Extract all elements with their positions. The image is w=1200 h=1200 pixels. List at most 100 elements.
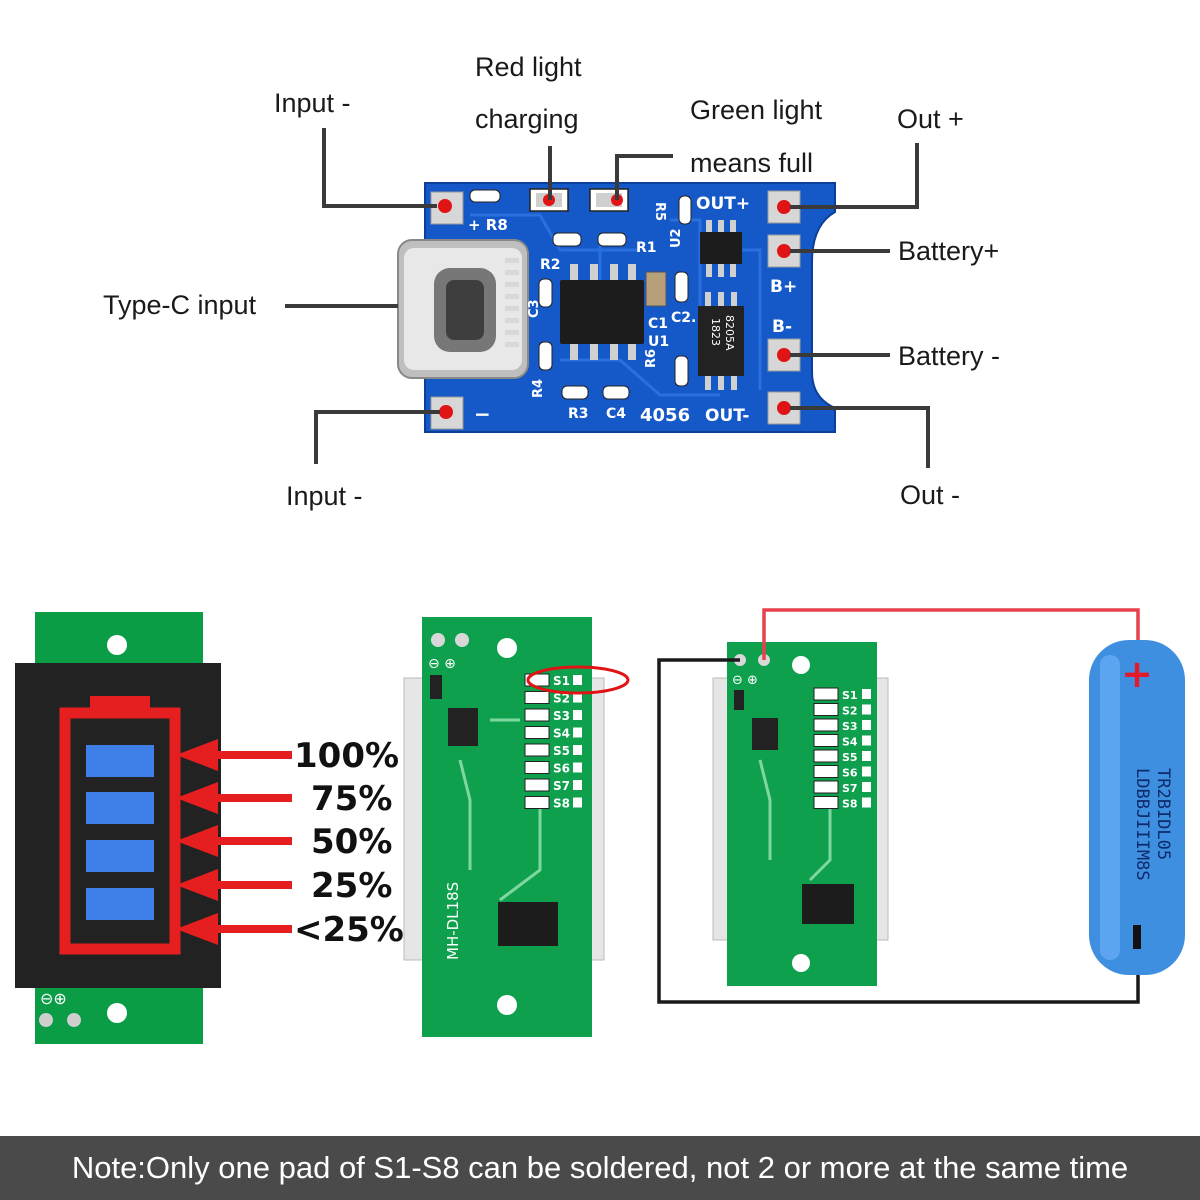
- silk-c4: C4: [606, 406, 626, 422]
- middle-pad-box-3: [524, 708, 550, 722]
- out-plus-label: Out +: [897, 104, 964, 134]
- s1-highlight-circle: [526, 665, 630, 695]
- battery-frame-outline: [59, 707, 181, 955]
- middle-pad-label-s1: S1: [553, 674, 570, 688]
- leader-input-minus-top: [322, 128, 437, 208]
- right-pad-label-s4: S4: [842, 736, 858, 749]
- silk-c2: C2.: [671, 310, 696, 326]
- right-pad-box-7: [813, 780, 839, 794]
- silk-c3: C3: [527, 299, 542, 318]
- pcb-brand-middle: MH-ET-LIVE: [354, 850, 367, 912]
- level-label-100: 100%: [294, 736, 400, 776]
- middle-pad-box-4: [524, 726, 550, 739]
- silk-r2: R2: [540, 257, 561, 273]
- silk-r5: R5: [652, 202, 667, 221]
- chip-code-1823: 1823: [709, 318, 722, 346]
- svg-text:⊖⊕: ⊖⊕: [40, 989, 67, 1008]
- battery-label-1: TR2BIDL05: [1153, 768, 1173, 860]
- ic-8205a: 8205A 1823: [698, 292, 744, 390]
- middle-pad-label-s6: S6: [553, 762, 570, 776]
- silk-minus: −: [474, 402, 491, 426]
- silk-r6: R6: [644, 349, 659, 368]
- pcb-model-right: MH-DL18S: [672, 860, 687, 928]
- level-bar-1: [86, 745, 154, 777]
- right-pad-label-s2: S2: [842, 705, 858, 718]
- svg-text:⊖ ⊕: ⊖ ⊕: [428, 656, 456, 672]
- middle-pad-box-5: [524, 743, 550, 757]
- right-pad-label-s8: S8: [842, 798, 858, 811]
- callout-lines: [285, 128, 930, 468]
- right-pad-box-3: [813, 718, 839, 732]
- leader-out-minus: [790, 406, 930, 468]
- level-bar-4: [86, 888, 154, 920]
- silk-r3: R3: [568, 406, 589, 422]
- right-pad-label-s6: S6: [842, 767, 858, 780]
- middle-pad-box-7: [524, 778, 550, 792]
- battery-label-2: LDBBJIIIM8S: [1132, 768, 1152, 881]
- level-label-50: 50%: [311, 822, 393, 862]
- silk-b-plus: B+: [770, 277, 797, 297]
- note-text: Note:Only one pad of S1-S8 can be solder…: [71, 1150, 1129, 1185]
- silk-b-minus: B-: [772, 317, 792, 337]
- level-bars: [86, 745, 154, 920]
- input-minus-bottom-label: Input -: [286, 481, 363, 511]
- level-label-25: 25%: [311, 866, 393, 906]
- silk-r4: R4: [531, 379, 546, 398]
- leader-input-minus-bottom: [314, 410, 440, 464]
- pcb-model-middle: MH-DL18S: [444, 882, 462, 960]
- red-light-charging-label: charging: [475, 104, 579, 134]
- charger-board: 8205A 1823 + R8 OUT+ R5 R2 R1 U2 B+ B- C…: [397, 182, 836, 433]
- green-light-full-label: means full: [690, 148, 814, 178]
- level-arrow-1: [176, 739, 292, 771]
- silk-u1: U1: [648, 334, 669, 350]
- right-pad-label-s1: S1: [842, 689, 858, 702]
- pcb-brand-right: MH-ET-LIVE: [669, 840, 680, 897]
- level-arrow-3: [176, 825, 292, 857]
- middle-pad-box-6: [524, 761, 550, 774]
- ic-u1: [560, 264, 644, 360]
- out-minus-label: Out -: [900, 480, 961, 510]
- green-light-label: Green light: [690, 95, 823, 125]
- red-light-label: Red light: [475, 52, 582, 82]
- middle-pad-label-s3: S3: [553, 709, 570, 723]
- right-pad-box-5: [813, 749, 839, 763]
- wire-negative: [657, 658, 1140, 1004]
- battery-18650: + TR2BIDL05 LDBBJIIIM8S: [1089, 640, 1185, 975]
- middle-pad-label-s5: S5: [553, 744, 570, 758]
- middle-pad-label-s7: S7: [553, 779, 570, 793]
- leader-out-plus: [790, 143, 919, 209]
- right-pad-box-8: [813, 796, 839, 809]
- middle-pad-box-8: [524, 796, 550, 809]
- pad-out-plus: [767, 190, 801, 224]
- level-bar-2: [86, 792, 154, 824]
- level-label-75: 75%: [311, 779, 393, 819]
- chip-code-8205a: 8205A: [723, 315, 736, 351]
- silk-out-plus: OUT+: [696, 194, 750, 214]
- right-pad-label-s3: S3: [842, 720, 858, 733]
- silk-out-minus: OUT-: [705, 406, 749, 426]
- level-arrow-4: [176, 869, 292, 901]
- middle-pad-box-2: [524, 691, 550, 704]
- note-bar: [0, 1136, 1200, 1200]
- ic-u2: [700, 220, 742, 277]
- diagram-canvas: 8205A 1823 + R8 OUT+ R5 R2 R1 U2 B+ B- C…: [15, 128, 1185, 1044]
- battery-plus-label: Battery+: [898, 236, 1000, 266]
- right-pad-box-4: [813, 734, 839, 747]
- battery-minus-mark: [1133, 925, 1141, 949]
- silk-r1: R1: [636, 240, 657, 256]
- mount-hole-top: [107, 635, 127, 655]
- middle-pad-label-s8: S8: [553, 797, 570, 811]
- level-arrow-2: [176, 782, 292, 814]
- middle-pad-label-s2: S2: [553, 692, 570, 706]
- level-arrow-5: [176, 913, 292, 945]
- mount-hole-bottom: [107, 1003, 127, 1023]
- right-pad-label-s7: S7: [842, 782, 858, 795]
- right-pad-box-1: [813, 687, 839, 701]
- level-label-below-25: <25%: [294, 910, 404, 950]
- wire-positive: [762, 608, 1140, 660]
- right-pad-box-6: [813, 765, 839, 778]
